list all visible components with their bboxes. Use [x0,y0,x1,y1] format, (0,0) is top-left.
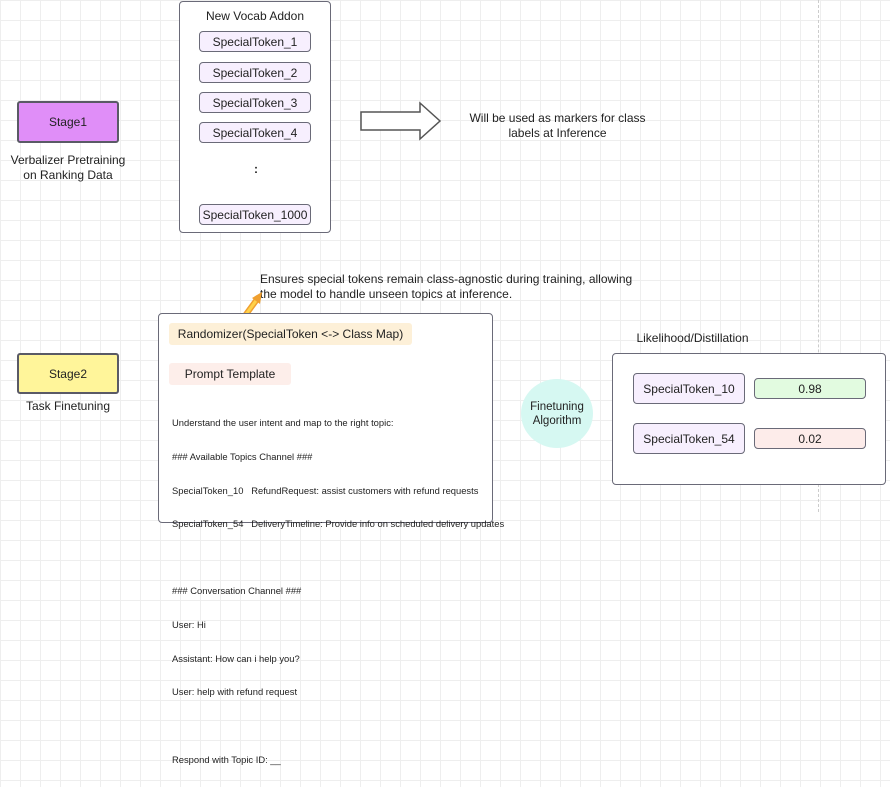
note-line: the model to handle unseen topics at inf… [260,287,513,301]
likelihood-value-54: 0.02 [754,428,866,449]
note-line: Will be used as markers for class [469,111,646,125]
prompt-line: User: help with refund request [172,686,298,698]
likelihood-title: Likelihood/Distillation [636,331,749,345]
prompt-line: Understand the user intent and map to th… [172,417,394,429]
token-2: SpecialToken_2 [199,62,311,83]
likelihood-token-10: SpecialToken_10 [633,373,745,404]
stage1-box[interactable]: Stage1 [17,101,119,143]
template-label: Prompt Template [184,367,276,381]
prompt-line: ### Conversation Channel ### [172,585,302,597]
randomizer-label: Randomizer(SpecialToken <-> Class Map) [177,327,404,341]
stage2-caption: Task Finetuning [25,399,111,413]
token-3: SpecialToken_3 [199,92,311,113]
algo-line: Finetuning [530,400,584,413]
likelihood-value-10: 0.98 [754,378,866,399]
stage2-label: Stage2 [48,366,88,381]
prompt-line: Assistant: How can i help you? [172,652,300,664]
prompt-line: SpecialToken_54 DeliveryTimeline: Provid… [172,518,505,530]
vocab-title: New Vocab Addon [205,9,305,23]
algo-line: Algorithm [532,414,582,427]
prompt-line [172,720,504,731]
randomizer-box: Randomizer(SpecialToken <-> Class Map) [169,323,412,345]
right-arrow-icon [360,101,442,141]
randomizer-note: Ensures special tokens remain class-agno… [260,272,632,302]
note-line: labels at Inference [508,126,607,140]
caption-line: Verbalizer Pretraining [10,153,126,167]
stage2-box[interactable]: Stage2 [17,353,119,394]
token-1000: SpecialToken_1000 [199,204,311,225]
likelihood-panel: SpecialToken_10 0.98 SpecialToken_54 0.0… [612,353,886,485]
prompt-line: Respond with Topic ID: __ [172,753,281,765]
note-line: Ensures special tokens remain class-agno… [260,272,633,286]
token-4: SpecialToken_4 [199,122,311,143]
token-1: SpecialToken_1 [199,31,311,52]
prompt-line [172,552,504,563]
prompt-panel: Randomizer(SpecialToken <-> Class Map) P… [158,313,504,765]
prompt-line: User: Hi [172,619,206,631]
prompt-template-box: Prompt Template [169,363,291,385]
prompt-line: ### Available Topics Channel ### [172,451,313,463]
prompt-line: SpecialToken_10 RefundRequest: assist cu… [172,484,479,496]
guide-line [818,0,819,512]
stage1-label: Stage1 [48,115,88,129]
vocab-panel: New Vocab Addon SpecialToken_1 SpecialTo… [179,1,331,233]
ellipsis: : [254,162,258,176]
caption-line: on Ranking Data [23,168,113,182]
prompt-text: Understand the user intent and map to th… [172,395,504,787]
likelihood-token-54: SpecialToken_54 [633,423,745,454]
